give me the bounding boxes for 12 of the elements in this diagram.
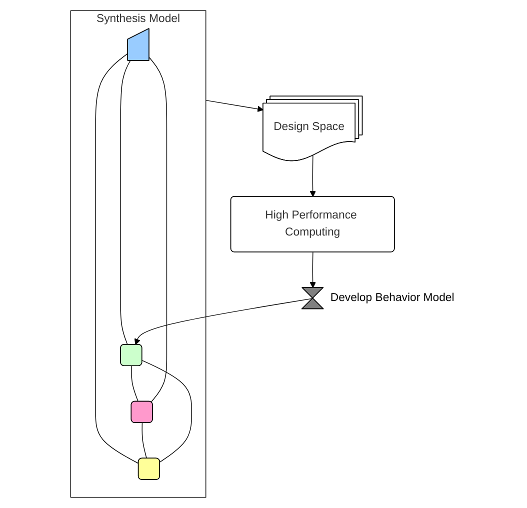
- connector: [142, 360, 192, 462]
- connector: [120, 60, 131, 346]
- connector: [142, 422, 148, 459]
- arrow: [310, 252, 316, 288]
- arrow: [310, 155, 316, 197]
- arrow: [134, 298, 314, 345]
- cluster: Synthesis Model: [70, 10, 206, 498]
- connector: [96, 52, 140, 464]
- node-caption: Develop Behavior Model: [330, 292, 455, 304]
- connector: [149, 57, 168, 402]
- connector: [131, 366, 139, 402]
- arrow: [206, 100, 264, 112]
